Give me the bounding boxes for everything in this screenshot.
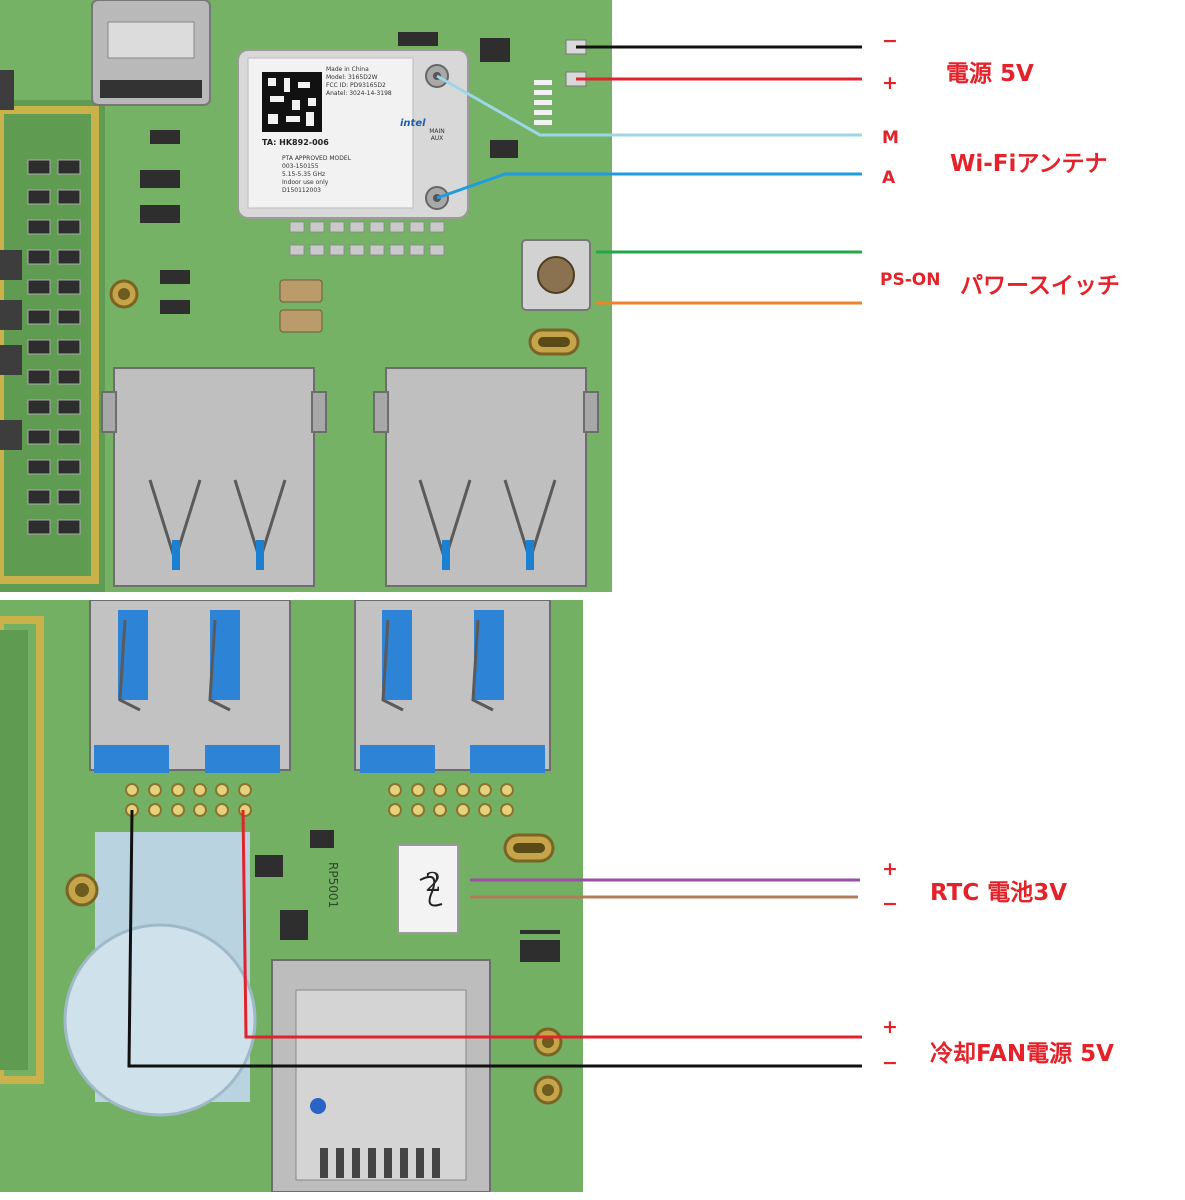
- intel-logo: intel: [400, 118, 426, 129]
- board-top-illustration: [0, 0, 612, 592]
- power-5v-label: 電源 5V: [946, 61, 1034, 87]
- module-label-line: PTA APPROVED MODEL: [282, 155, 352, 162]
- rtc-plus-symbol: +: [882, 858, 898, 880]
- fan-plus-symbol: +: [882, 1016, 898, 1038]
- module-label-line: Indoor use only: [282, 179, 329, 186]
- ps-on-label: PS-ON: [880, 270, 941, 290]
- rtc-battery-label: RTC 電池3V: [930, 880, 1068, 906]
- power-plus-symbol: +: [882, 72, 898, 94]
- fan-power-label: 冷却FAN電源 5V: [930, 1041, 1114, 1067]
- board-marking: RP5001: [326, 862, 340, 909]
- module-model-number: TA: HK892-006: [262, 138, 329, 147]
- board-bottom-illustration: [0, 600, 583, 1192]
- wifi-main-symbol: M: [882, 128, 899, 148]
- wifi-module-label: Made in China Model: 3165D2W FCC ID: PD9…: [326, 66, 414, 98]
- handwritten-mark: 2: [425, 868, 442, 898]
- antenna-tag: MAIN AUX: [429, 128, 445, 142]
- module-label-line: 5.15-5.35 GHz: [282, 171, 326, 178]
- wifi-aux-symbol: A: [882, 168, 896, 188]
- fan-minus-symbol: −: [882, 1052, 898, 1074]
- module-label-line: Model: 3165D2W: [326, 74, 378, 81]
- module-label-line: D150112003: [282, 187, 321, 194]
- power-switch-label: パワースイッチ: [960, 273, 1120, 299]
- wifi-antenna-label: Wi-Fiアンテナ: [950, 151, 1108, 177]
- module-label-line: FCC ID: PD93165D2: [326, 82, 386, 89]
- board-photo-bottom: RP5001 2: [0, 600, 583, 1192]
- rtc-minus-symbol: −: [882, 893, 898, 915]
- module-label-line: Made in China: [326, 66, 369, 73]
- board-photo-top: Made in China Model: 3165D2W FCC ID: PD9…: [0, 0, 612, 592]
- module-approval-block: PTA APPROVED MODEL 003-150155 5.15-5.35 …: [282, 155, 351, 195]
- module-label-line: 003-150155: [282, 163, 319, 170]
- power-minus-symbol: −: [882, 30, 898, 52]
- module-label-line: Anatel: 3024-14-3198: [326, 90, 392, 97]
